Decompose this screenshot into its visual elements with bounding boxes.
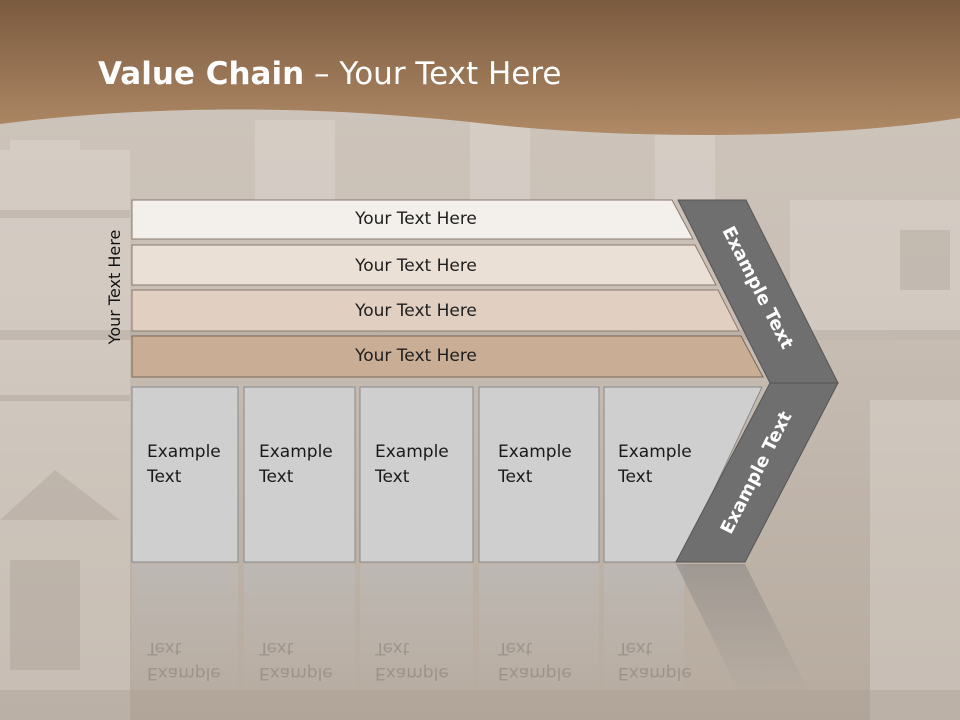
box-1 xyxy=(131,386,239,563)
bar-2 xyxy=(131,244,717,286)
reflection-line: Example xyxy=(498,663,572,683)
reflection-line: Text xyxy=(618,638,653,658)
header-band xyxy=(0,0,960,136)
box-label-line1: Example xyxy=(498,442,572,462)
box-label-line1: Example xyxy=(375,442,449,462)
bar-label-4: Your Text Here xyxy=(355,346,477,366)
reflection-line: Text xyxy=(498,638,533,658)
box-reflection-text: Example Text xyxy=(498,635,572,685)
box-label-1: Example Text xyxy=(147,440,221,490)
reflection-line: Example xyxy=(147,663,221,683)
bar-1 xyxy=(131,199,694,240)
box-reflection-text: Example Text xyxy=(618,635,692,685)
reflection-line: Example xyxy=(259,663,333,683)
box-reflection xyxy=(132,564,238,694)
box-reflection-text: Example Text xyxy=(147,635,221,685)
reflection-line: Text xyxy=(375,638,410,658)
slide-title: Value Chain – Your Text Here xyxy=(98,54,561,94)
bar-4 xyxy=(131,335,764,378)
chevron-reflection xyxy=(676,564,810,694)
box-label-line2: Text xyxy=(147,467,182,487)
reflection-line: Text xyxy=(147,638,182,658)
reflection-line: Example xyxy=(375,663,449,683)
bar-3 xyxy=(131,289,740,332)
box-label-line2: Text xyxy=(259,467,294,487)
title-bold: Value Chain xyxy=(98,56,305,92)
box-4 xyxy=(478,386,600,563)
box-reflection xyxy=(604,564,684,694)
box-reflection xyxy=(244,564,355,694)
box-reflection xyxy=(360,564,473,694)
box-label-4: Example Text xyxy=(498,440,572,490)
box-label-line2: Text xyxy=(375,467,410,487)
bar-label-3: Your Text Here xyxy=(355,301,477,321)
reflection-line: Example xyxy=(618,663,692,683)
box-2 xyxy=(243,386,356,563)
box-reflection-text: Example Text xyxy=(259,635,333,685)
box-label-2: Example Text xyxy=(259,440,333,490)
box-3 xyxy=(359,386,474,563)
box-label-line2: Text xyxy=(618,467,653,487)
box-label-5: Example Text xyxy=(618,440,692,490)
box-label-line1: Example xyxy=(147,442,221,462)
box-reflection-text: Example Text xyxy=(375,635,449,685)
bar-label-2: Your Text Here xyxy=(355,256,477,276)
box-label-line1: Example xyxy=(618,442,692,462)
box-label-line1: Example xyxy=(259,442,333,462)
reflection-line: Text xyxy=(259,638,294,658)
bar-label-1: Your Text Here xyxy=(355,209,477,229)
box-label-line2: Text xyxy=(498,467,533,487)
box-label-3: Example Text xyxy=(375,440,449,490)
chevron-lower xyxy=(675,382,839,563)
title-rest: – Your Text Here xyxy=(304,56,562,92)
box-reflection xyxy=(479,564,599,694)
